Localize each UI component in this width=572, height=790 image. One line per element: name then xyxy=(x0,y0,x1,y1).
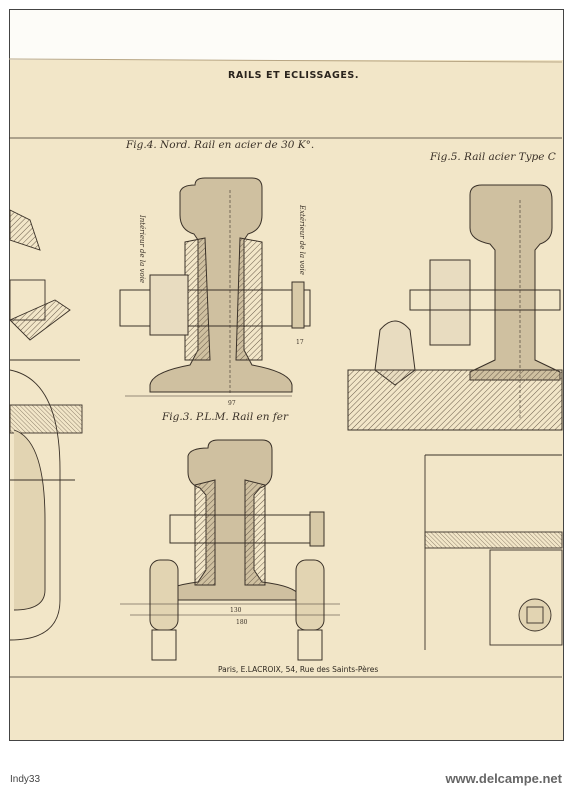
fig5-rail-assembly xyxy=(347,184,563,431)
watermark-bar xyxy=(0,768,572,790)
lower-right-partial-figure xyxy=(424,454,563,650)
left-partial-figure xyxy=(9,209,83,641)
plate-title: RAILS ET ECLISSAGES. xyxy=(228,70,360,81)
seller-name: Indy33 xyxy=(10,774,41,785)
fig4-label-exterior: Extérieur de la voie xyxy=(298,204,306,275)
fig3-caption: Fig.3. P.L.M. Rail en fer xyxy=(162,411,288,423)
plate-top-edge xyxy=(8,58,563,63)
site-watermark[interactable]: www.delcampe.net xyxy=(445,771,562,786)
fig3-label-base-width: 130 xyxy=(230,607,242,614)
publisher-imprint: Paris, E.LACROIX, 54, Rue des Saints-Pèr… xyxy=(218,665,379,674)
fig4-label-bolt-length: 17 xyxy=(296,339,304,346)
fig5-caption: Fig.5. Rail acier Type C xyxy=(430,151,556,163)
fig4-caption: Fig.4. Nord. Rail en acier de 30 K°. xyxy=(126,139,315,151)
fig4-rail-assembly xyxy=(119,177,311,397)
fig4-label-interior: Intérieur de la voie xyxy=(138,214,146,283)
fig4-label-base-width: 97 xyxy=(228,400,236,407)
fig3-rail-assembly xyxy=(120,439,340,661)
fig3-label-foot-width: 180 xyxy=(236,619,248,626)
